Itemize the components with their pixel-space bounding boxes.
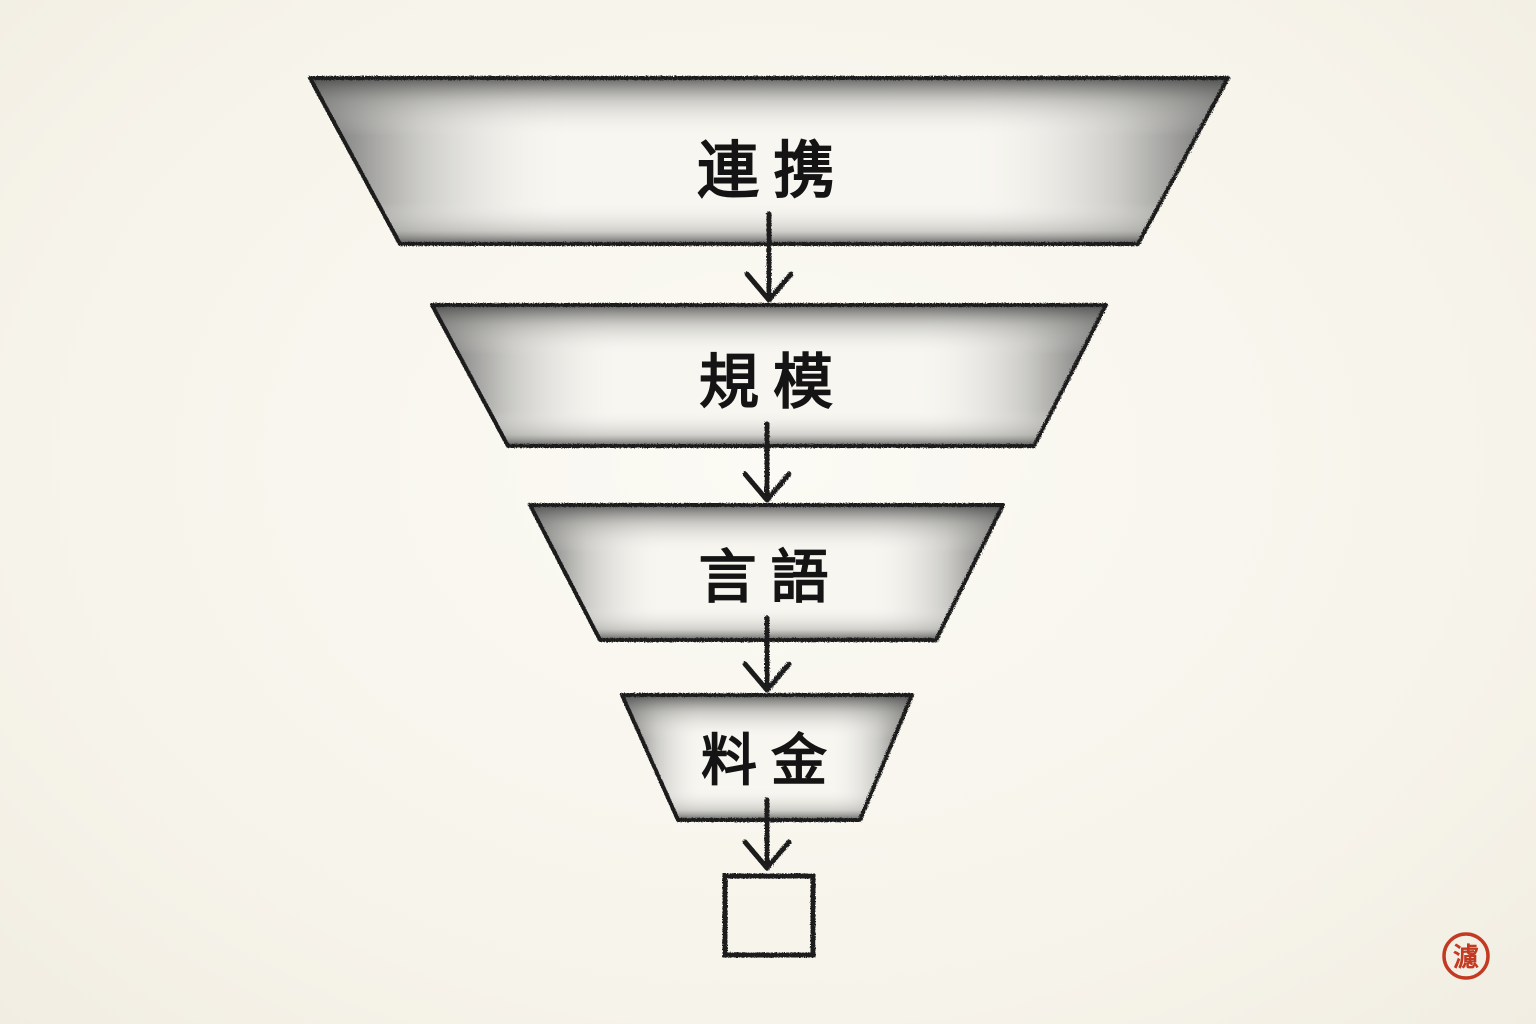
seal-text: 濾 [1453,943,1479,973]
arrow-down-icon-4 [742,797,792,871]
funnel-arrows [742,211,794,871]
stage-label-3: 言語 [698,543,842,611]
stage-wash-v [432,305,1106,446]
funnel-stage-2: 規模 [428,303,1110,448]
stage-label-4: 料金 [701,728,841,794]
arrow-down-icon-1 [744,211,794,303]
stage-wash-v [530,505,1003,640]
funnel-stage-1: 連携 [306,76,1232,246]
stage-label-2: 規模 [699,348,847,418]
stage-label-1: 連携 [697,134,849,207]
stage-wash-v [622,695,912,820]
arrow-down-icon-3 [742,615,792,693]
result-box [722,873,816,958]
result-area [722,873,816,958]
seal-icon [1442,932,1490,980]
arrow-down-icon-2 [742,421,792,503]
seal-stamp: 濾 [1442,932,1490,980]
funnel-stage-4: 料金 [618,693,916,822]
funnel-stage-3: 言語 [526,503,1007,642]
stage-wash-v [310,78,1228,244]
